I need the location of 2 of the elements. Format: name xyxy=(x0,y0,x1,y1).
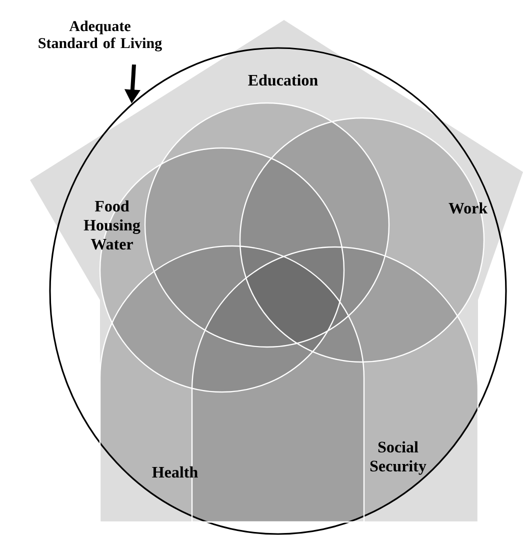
title-text: Adequate Standard of Living xyxy=(38,20,162,52)
node-label: Education xyxy=(248,74,318,86)
